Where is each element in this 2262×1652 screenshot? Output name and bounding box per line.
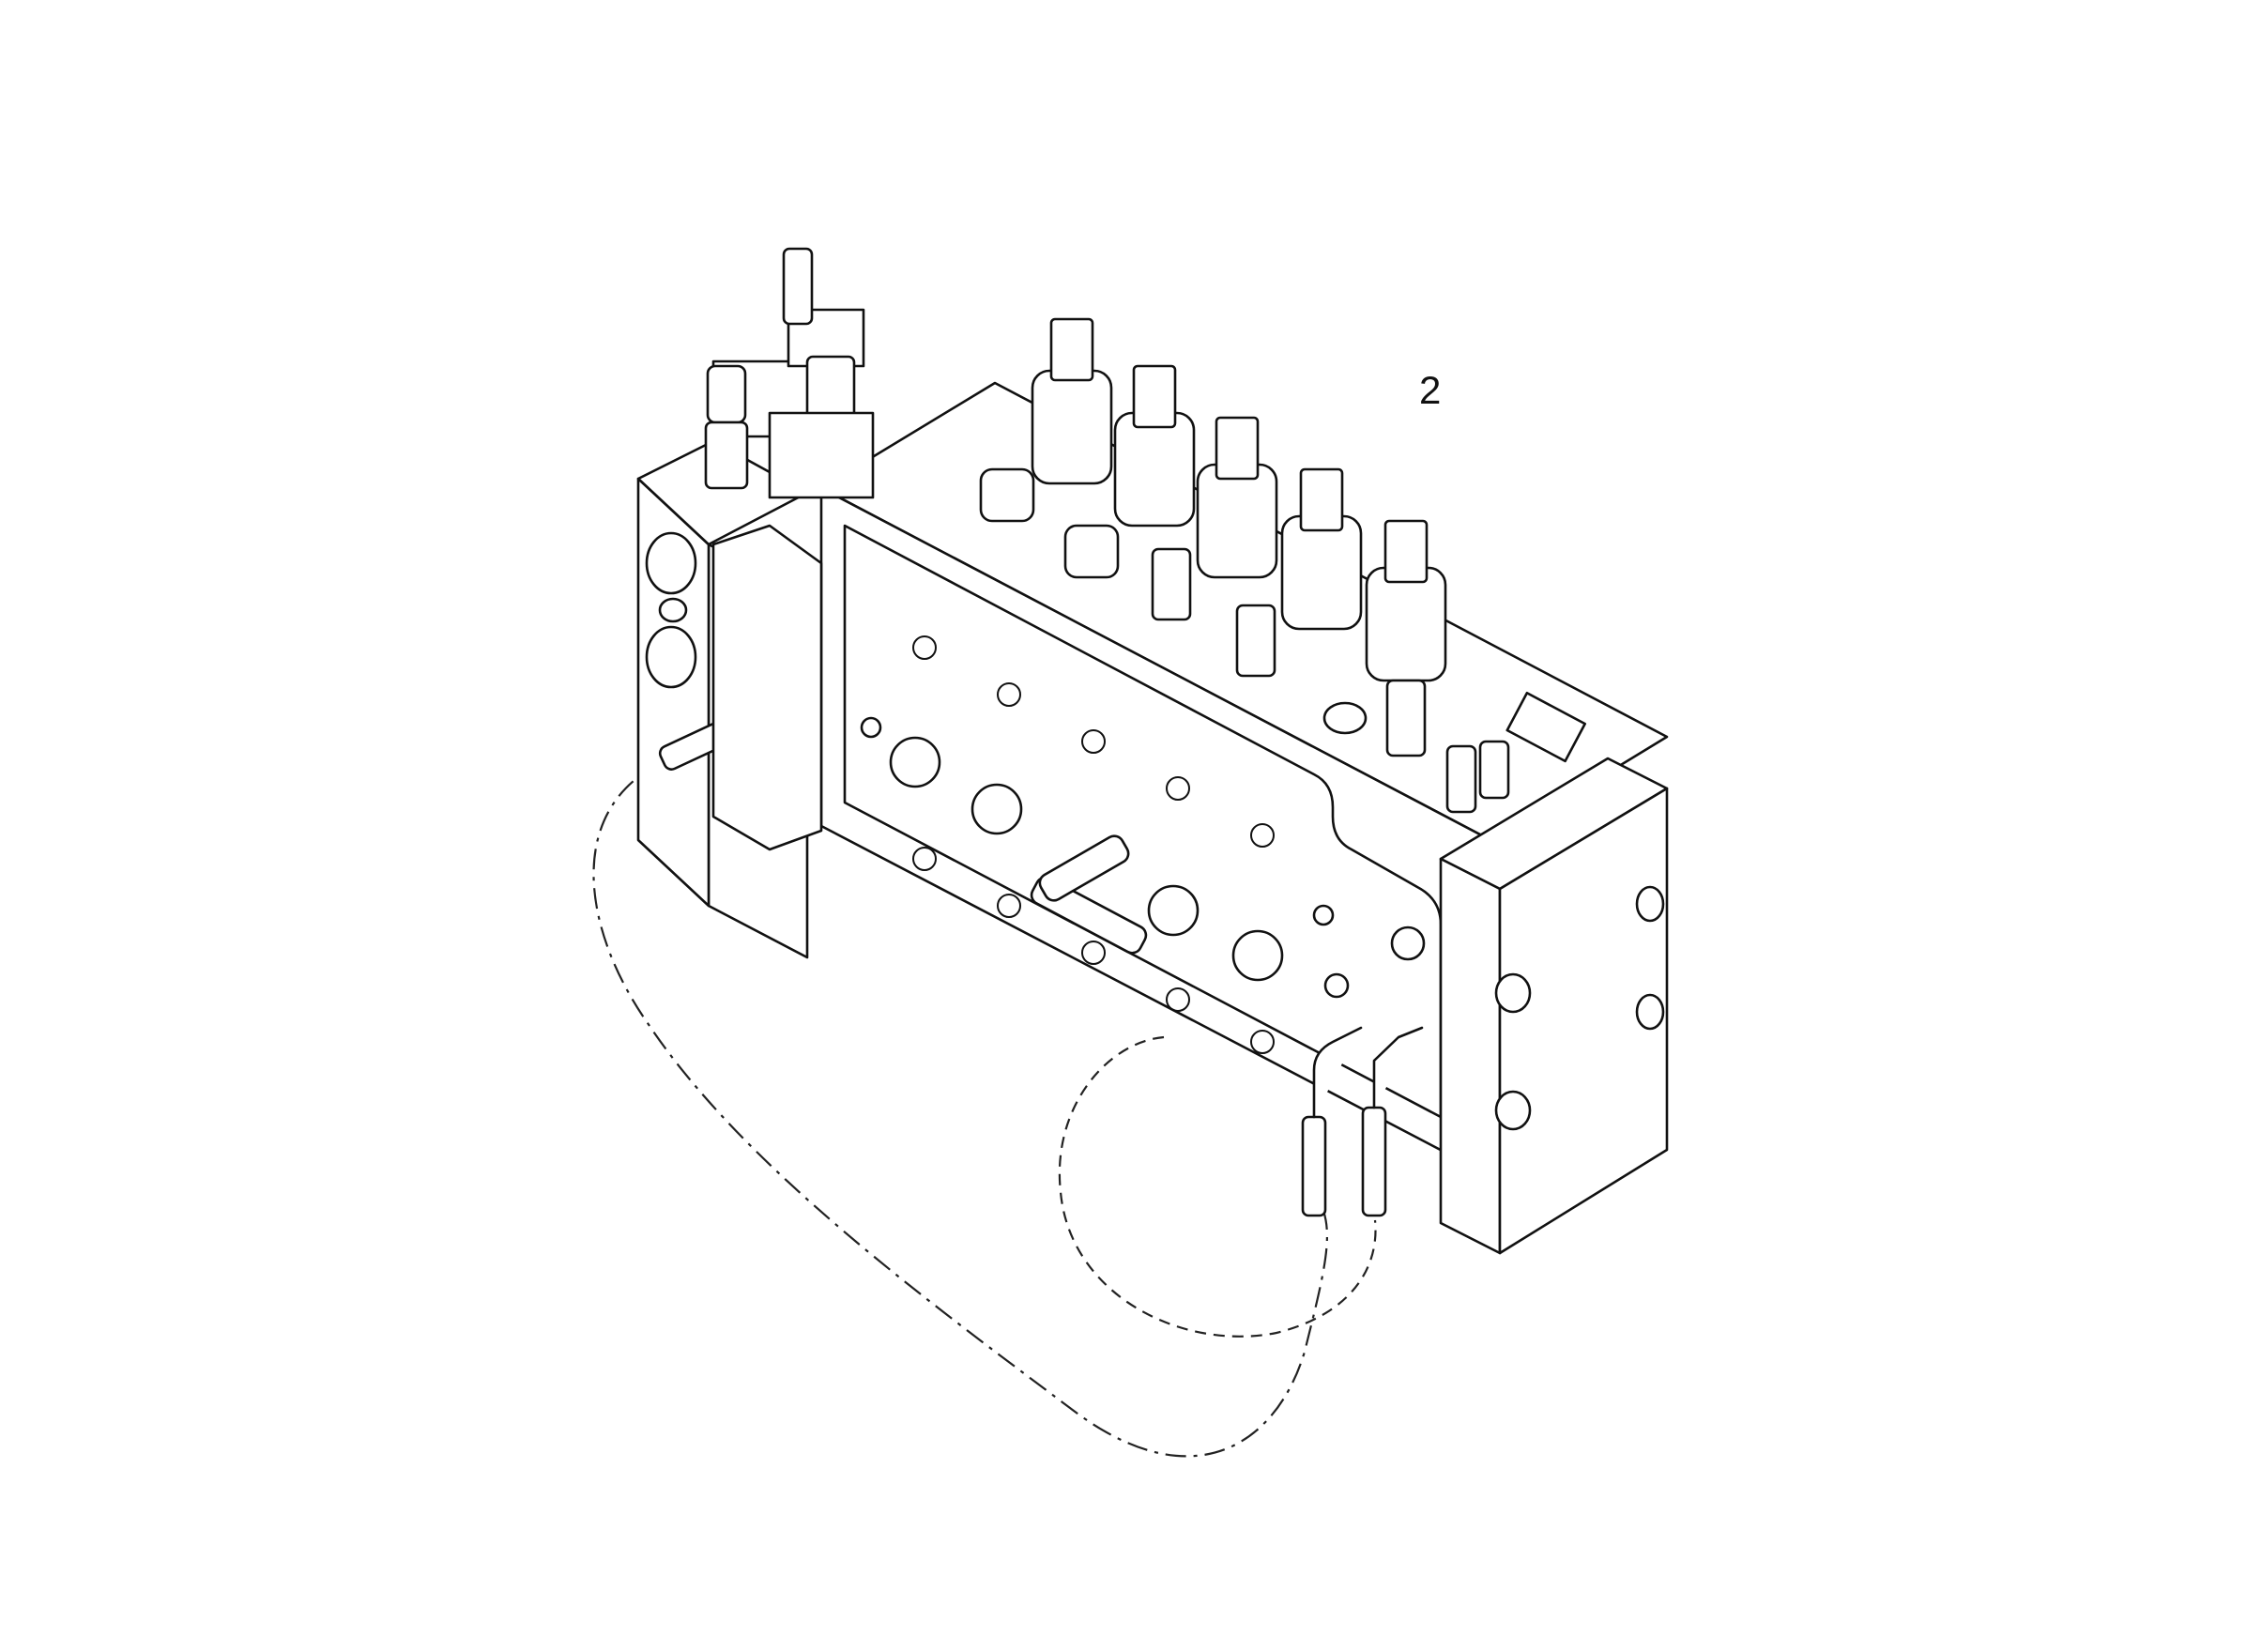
inlet-port-lower — [645, 625, 697, 689]
port-hole-pattern — [912, 635, 1275, 1054]
callout-label: 2 — [1419, 368, 1442, 412]
end-cap-front — [1439, 857, 1502, 1255]
end-cap-side — [1498, 787, 1669, 1255]
top-fittings — [979, 467, 1587, 814]
cover-plate — [843, 524, 1443, 1119]
hose-loop-dashdot — [592, 758, 1328, 1458]
end-cap-plugs — [1494, 885, 1665, 1131]
cover-bolts — [860, 716, 1426, 999]
hose-loop-dashed — [1058, 1035, 1377, 1338]
inlet-port-upper — [645, 531, 697, 595]
relief-valve-stack — [704, 247, 875, 499]
spool-caps — [1031, 317, 1447, 682]
left-flange — [711, 524, 823, 851]
inlet-port-mid — [658, 597, 688, 623]
